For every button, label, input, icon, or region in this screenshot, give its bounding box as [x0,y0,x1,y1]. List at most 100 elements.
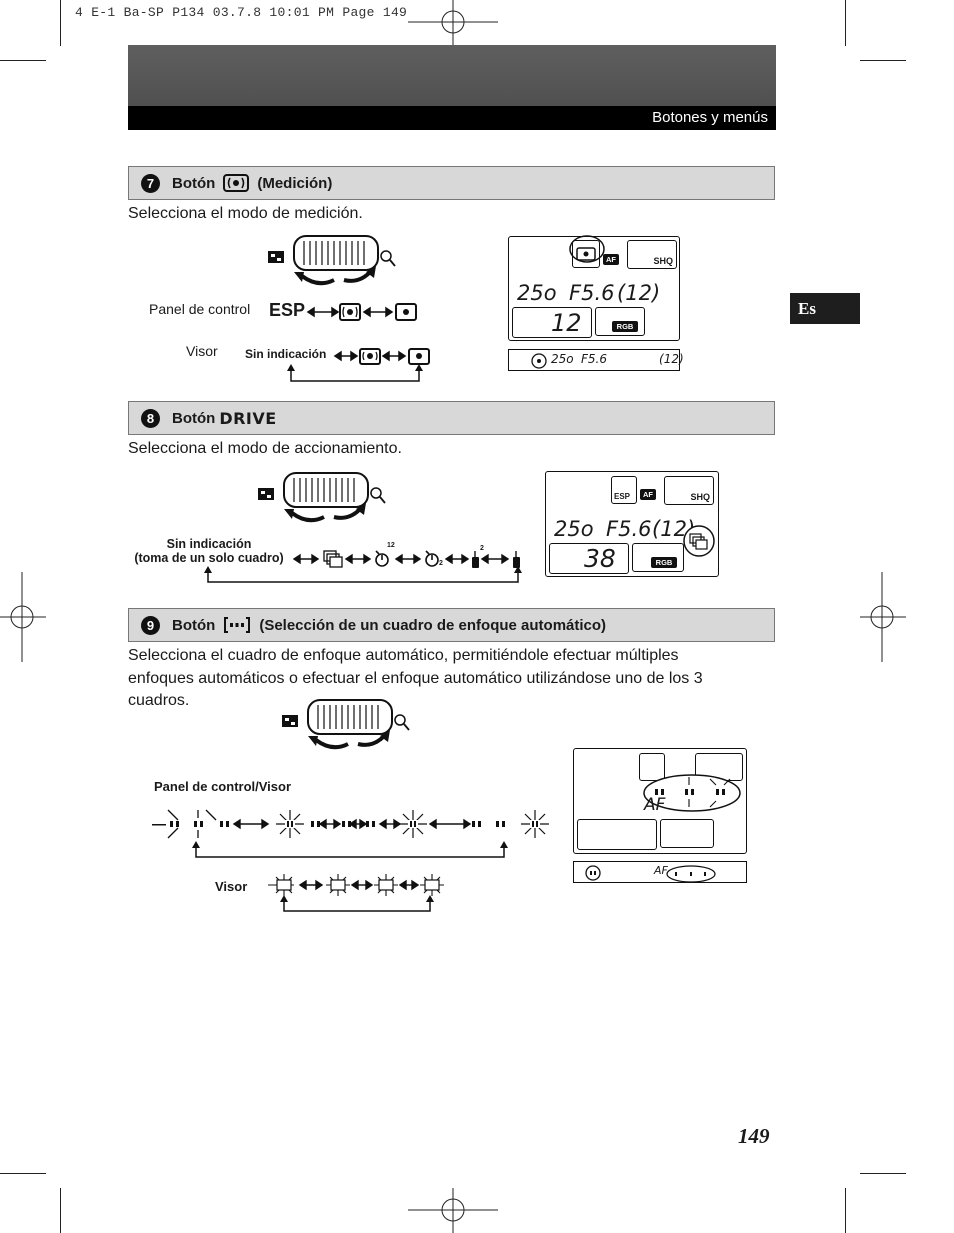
quality-box: SHQ [627,240,677,269]
vf-af-frame-highlight [666,865,716,883]
control-panel-lcd: AF [573,748,747,854]
registration-mark-right [860,572,906,662]
control-dial-icon [268,235,396,286]
lcd-box-empty [639,753,665,781]
registration-mark-bottom [408,1188,498,1233]
cycle-return-arrow [192,841,508,858]
drive-single-frame-desc: (toma de un solo cuadro) [134,551,284,565]
lcd-shutter: 25o [554,517,594,541]
cycle-return-arrow [287,364,423,382]
drive-single-frame-label: Sin indicación (toma de un solo cuadro) [130,537,288,565]
af-frame-sequence-visor [268,874,444,896]
remote-2-icon [472,551,479,568]
metering-indicator [572,240,600,268]
drive-button-label: DRIVE [219,408,277,428]
quality-label: SHQ [653,256,673,266]
metering-icon [576,247,596,261]
registration-mark-top [408,0,498,46]
section-number-badge: 8 [141,408,160,428]
timer-2-label: 2 [439,560,443,567]
highlight-circle [569,235,605,263]
cycle-return-arrow [280,895,434,912]
control-dial-icon [282,699,410,750]
af-frame-sequence-panel [152,809,549,839]
visor-no-indication: Sin indicación [245,347,327,361]
section-description: Selecciona el modo de medición. [128,205,363,222]
viewfinder-display: AF [573,861,747,883]
lcd-bracket: (12) [617,281,661,305]
self-timer-12-icon [375,550,389,567]
color-space-box: RGB [595,307,645,336]
section-description: Selecciona el cuadro de enfoque automáti… [128,645,703,713]
registration-mark-left [0,572,46,662]
section-description: Selecciona el modo de accionamiento. [128,440,402,457]
af-badge: AF [640,489,656,500]
section-title-prefix: Botón [172,616,216,634]
section-title-prefix: Botón [172,174,216,192]
lcd-aperture: F5.6 [569,281,615,305]
print-header: 4 E-1 Ba-SP P134 03.7.8 10:01 PM Page 14… [75,5,408,20]
lcd-box-empty [577,819,657,850]
vf-aperture: F5.6 [581,352,607,366]
drive-indicator-circle [683,525,715,557]
panel-label: Panel de control [149,301,251,317]
vf-af-label: AF [654,864,668,877]
visor-label: Visor [186,343,218,359]
remote-2-label: 2 [480,545,484,552]
af-frame-blink-left [399,810,427,838]
lcd-shutter: 25o [517,281,557,305]
af-badge: AF [603,254,619,265]
lcd-bracket-value: 12 [625,281,652,305]
sequential-shooting-icon [323,550,343,568]
section-title-suffix: (Selección de un cuadro de enfoque autom… [259,616,607,634]
section-number-badge: 9 [141,615,160,635]
panel-visor-label: Panel de control/Visor [154,779,292,794]
af-frame-highlight [643,774,741,812]
drive-no-indication: Sin indicación [166,537,252,551]
quality-label: SHQ [690,492,710,502]
control-panel-lcd: ESP AF SHQ 25o F5.6 (12) 38 RGB [545,471,719,577]
lcd-aperture: F5.6 [606,517,652,541]
visor-label: Visor [215,879,248,894]
frame-count-box: 38 [549,543,629,574]
af-frame-blink-center [276,810,304,838]
lcd-af-label: AF [644,795,666,815]
chapter-banner: Botones y menús [128,45,776,130]
control-dial-icon [258,472,386,523]
vf-shutter: 25o [551,352,574,366]
lcd-frame-count: 38 [584,544,616,573]
page-number: 149 [738,1124,770,1148]
metering-icon-viewfinder [531,353,547,369]
timer-12-label: 12 [387,542,395,549]
self-timer-2-icon [425,550,439,567]
metering-sequence-panel [306,303,417,321]
esp-label: ESP [614,492,631,501]
lcd-box-empty [660,819,714,848]
section-title-prefix: Botón [172,409,216,427]
af-frame-icon-viewfinder [585,865,601,881]
viewfinder-display: 25o F5.6 (12) [508,349,684,371]
chapter-title: Botones y menús [128,106,776,130]
description-line: cuadros. [128,692,190,709]
lcd-frame-count: 12 [551,309,582,337]
cycle-return-arrow [204,566,522,583]
vf-bracket: (12) [659,352,684,366]
metering-sequence-visor [333,348,430,365]
color-space-box: RGB [632,543,684,572]
section-heading-af-frame: 9 Botón (Selección de un cuadro de enfoq… [128,608,775,642]
section-heading-drive: 8 Botón DRIVE [128,401,775,435]
description-line: enfoques automáticos o efectuar el enfoq… [128,669,703,687]
frame-count-box: 12 [512,307,592,338]
control-panel-lcd: AF SHQ 25o F5.6 (12) 12 RGB [508,235,680,341]
section-number-badge: 7 [141,173,160,193]
drive-mode-sequence [292,550,520,568]
section-title-suffix: (Medición) [257,174,333,192]
language-tab: Es [790,293,860,324]
esp-box: ESP [611,476,637,504]
section-heading-metering: 7 Botón (Medición) [128,166,775,200]
quality-box: SHQ [664,476,714,505]
metering-button-icon [223,174,250,192]
description-line: Selecciona el cuadro de enfoque automáti… [128,647,679,664]
lcd-bracket-value: 12 [660,517,687,541]
af-frame-blink-right [521,810,549,838]
